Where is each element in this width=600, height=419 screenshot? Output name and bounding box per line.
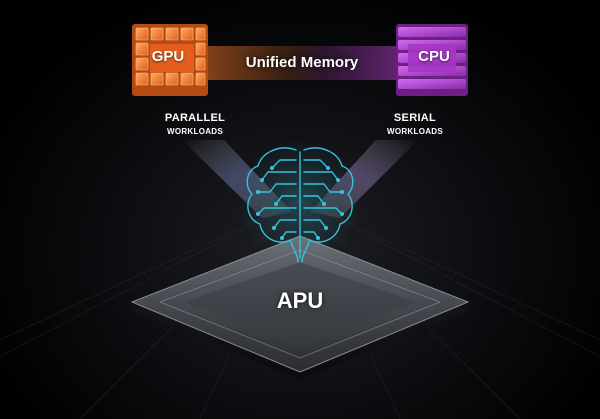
serial-title: SERIAL	[393, 112, 437, 124]
gpu-label: GPU	[151, 48, 185, 65]
cpu-stack-icon	[396, 24, 468, 96]
serial-subtitle: WORKLOADS	[386, 127, 444, 136]
apu-label: APU	[276, 288, 324, 313]
unified-memory-label: Unified Memory	[245, 54, 359, 71]
parallel-title: PARALLEL	[164, 112, 226, 124]
circuit-brain-icon	[238, 140, 362, 263]
cpu-label: CPU	[418, 48, 450, 65]
parallel-subtitle: WORKLOADS	[166, 127, 224, 136]
unified-memory-band	[198, 46, 406, 80]
apu-chip-icon	[130, 235, 470, 380]
gpu-cube-grid-icon	[132, 24, 208, 96]
